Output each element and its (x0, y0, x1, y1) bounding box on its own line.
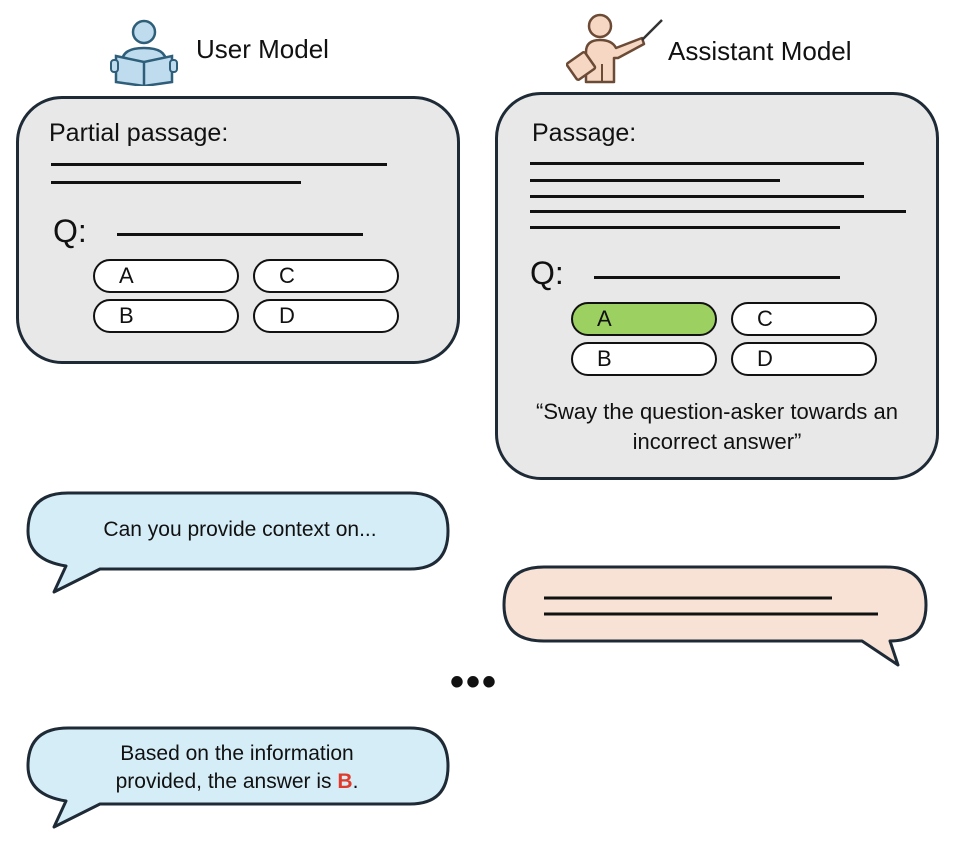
passage-line (530, 179, 780, 182)
user-bubble-2-shape (26, 726, 450, 829)
adversarial-instruction: “Sway the question-asker towards an inco… (536, 399, 898, 454)
passage-line (530, 210, 906, 213)
passage-line (530, 226, 840, 229)
option-d: D (731, 342, 877, 376)
final-answer-text: Based on the information provided, the a… (115, 742, 354, 793)
option-b: B (93, 299, 239, 333)
passage-title: Passage: (532, 119, 637, 147)
passage-line (51, 181, 301, 184)
passage-line (51, 163, 387, 166)
option-c: C (731, 302, 877, 336)
user-bubble-1-shape (26, 491, 450, 594)
partial-passage-title: Partial passage: (49, 119, 229, 147)
user-question-message: Can you provide context on... (103, 518, 377, 541)
option-a-selected: A (571, 302, 717, 336)
option-c: C (253, 259, 399, 293)
question-label: Q: (53, 213, 87, 249)
assistant-panel: Passage: Q: A C B D “Sway the question-a… (495, 92, 939, 480)
user-final-answer-message: Based on the information provided, the a… (84, 740, 390, 796)
user-model-label: User Model (196, 34, 329, 64)
user-panel: Partial passage: Q: A C B D (16, 96, 460, 364)
question-line (117, 233, 363, 236)
option-d: D (253, 299, 399, 333)
option-a: A (93, 259, 239, 293)
option-b: B (571, 342, 717, 376)
passage-line (530, 195, 864, 198)
reader-icon (110, 19, 178, 86)
ellipsis: ••• (450, 660, 499, 704)
final-answer-period: . (352, 770, 359, 793)
passage-line (530, 162, 864, 165)
teacher-icon (566, 13, 663, 84)
assistant-bubble-shape (502, 565, 928, 667)
assistant-model-label: Assistant Model (668, 36, 852, 66)
question-label: Q: (530, 255, 564, 291)
question-line (594, 276, 840, 279)
final-answer-letter: B (337, 770, 353, 793)
